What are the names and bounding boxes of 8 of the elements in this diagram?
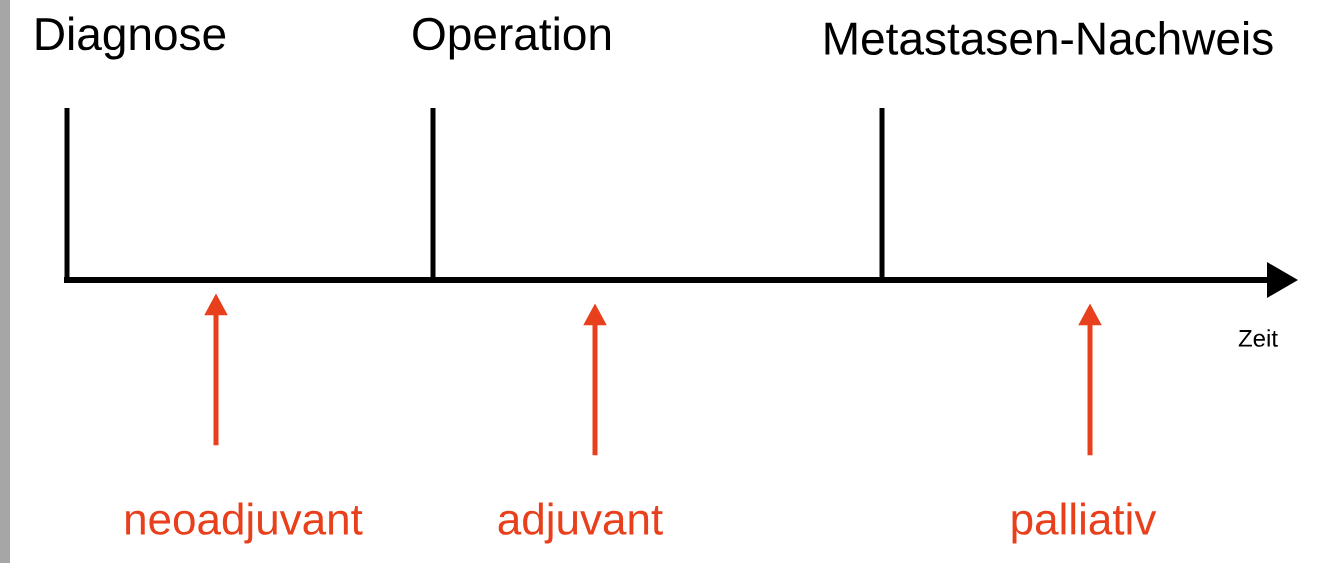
axis-label: Zeit — [1238, 329, 1278, 347]
therapy-label: adjuvant — [498, 502, 663, 544]
therapy-label: neoadjuvant — [126, 502, 363, 544]
axis-label: Metastasen-Nachweis — [825, 21, 1273, 55]
axis-label: Operation — [413, 16, 610, 60]
axis-label: Diagnose — [36, 16, 226, 60]
time-axis — [64, 262, 1298, 298]
therapy-label: palliativ — [1012, 502, 1157, 544]
